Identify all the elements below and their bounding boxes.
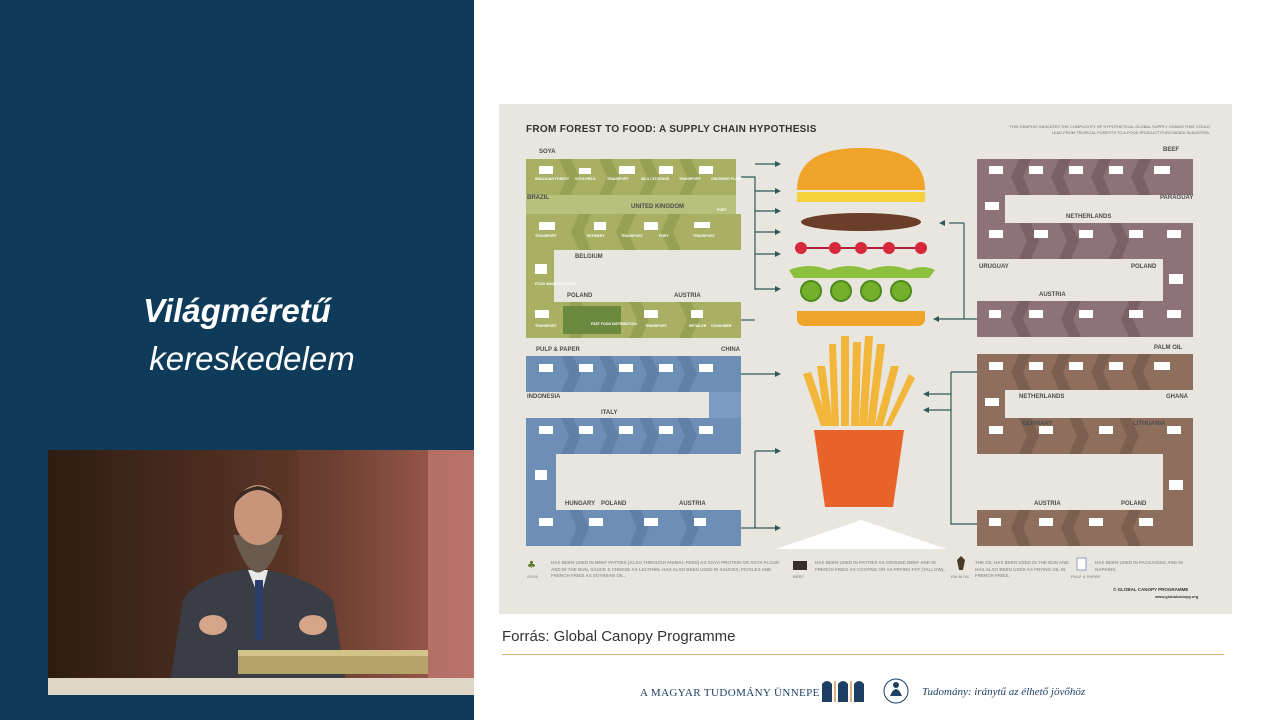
soya-step-transport-4: TRANSPORT <box>621 234 643 238</box>
legend-soya-icon-label: SOYA <box>527 574 538 579</box>
soya-step-silo: SILO / STORAGE <box>641 177 670 181</box>
beef-chevrons <box>1011 159 1151 337</box>
arrow-heads <box>775 161 945 531</box>
pulp-chain-label: PULP & PAPER <box>536 347 580 353</box>
pulp-country-china: CHINA <box>721 347 740 353</box>
legend-palm-icon-label: PALM OIL <box>951 574 970 579</box>
legend-beef-icon-label: BEEF <box>793 574 804 579</box>
footer-divider <box>502 654 1224 655</box>
svg-text:♣: ♣ <box>527 560 536 571</box>
soya-step-transport-3: TRANSPORT <box>693 234 715 238</box>
palm-country-lithuania: LITHUANIA <box>1133 421 1166 427</box>
source-caption: Forrás: Global Canopy Programme <box>502 628 736 645</box>
palm-chain-label: PALM OIL <box>1154 345 1183 351</box>
beef-country-austria: AUSTRIA <box>1039 292 1066 298</box>
palm-country-austria: AUSTRIA <box>1034 501 1061 507</box>
soya-country-uk: UNITED KINGDOM <box>631 204 684 210</box>
soya-step-food-manufacturer: FOOD MANUFACTURER <box>535 282 576 286</box>
speaker-video-frame <box>48 450 480 695</box>
soya-country-poland: POLAND <box>567 293 593 299</box>
infographic-credit-url: www.globalcanopy.org <box>1155 594 1199 599</box>
legend-beef-text: HAS BEEN USED IN PATTIES AS GROUND BEEF … <box>815 560 945 572</box>
pulp-country-poland: POLAND <box>601 501 627 507</box>
legend-pulp-text: HAS BEEN USED IN PACKAGING AND IN NAPKIN… <box>1095 560 1183 572</box>
legend-soya-text: HAS BEEN USED IN BEEF PATTIES (ALSO THRO… <box>551 560 780 578</box>
academy-seal-icon <box>883 678 909 704</box>
footer-event-name: A MAGYAR TUDOMÁNY ÜNNEPE <box>640 687 820 699</box>
soya-step-port: PORT <box>717 208 727 212</box>
soya-chain <box>526 159 741 338</box>
speaker-video <box>48 450 480 695</box>
soya-step-distribution: FAST FOOD DISTRIBUTION <box>591 322 637 326</box>
legend-palm-text: THE OIL HAS BEEN USED IN THE BUN AND HAS… <box>975 560 1069 578</box>
soya-country-austria: AUSTRIA <box>674 293 701 299</box>
soya-step-forest: BRAZILIAN FOREST <box>535 177 570 181</box>
palm-chain <box>977 354 1193 546</box>
soya-step-port-2: PORT <box>659 234 669 238</box>
soya-step-consumer: CONSUMER <box>711 324 732 328</box>
beef-country-netherlands: NETHERLANDS <box>1066 214 1112 220</box>
soya-step-retailer: RETAILER <box>689 324 707 328</box>
infographic-subtitle: THIS GRAPHIC INDICATES THE COMPLEXITY OF… <box>1009 124 1210 135</box>
legend-icons: ♣ <box>527 556 1087 571</box>
beef-chain-label: BEEF <box>1163 147 1180 153</box>
beef-country-poland: POLAND <box>1131 264 1157 270</box>
slide-title-line1: Világméretű <box>143 292 331 329</box>
soya-country-brazil: BRAZIL <box>527 195 549 201</box>
pulp-country-hungary: HUNGARY <box>565 501 596 507</box>
palm-country-ghana: GHANA <box>1166 394 1188 400</box>
soya-country-belgium: BELGIUM <box>575 254 603 260</box>
event-logo-icon <box>822 681 864 702</box>
palm-chevrons <box>1011 354 1151 546</box>
soya-chain-label: SOYA <box>539 149 556 155</box>
palm-country-poland: POLAND <box>1121 501 1147 507</box>
slide-title-line2: kereskedelem <box>149 340 355 377</box>
infographic-drawing: ♣ <box>526 148 1193 571</box>
palm-country-germany: GERMANY <box>1022 421 1053 427</box>
beef-country-uruguay: URUGUAY <box>979 264 1009 270</box>
soya-step-field: SOYA FIELD <box>575 177 596 181</box>
connector-lines <box>741 163 977 529</box>
pulp-country-austria: AUSTRIA <box>679 501 706 507</box>
soya-step-transport-2: TRANSPORT <box>679 177 701 181</box>
chain-pictograms <box>535 166 1183 526</box>
fries-illustration <box>803 336 915 507</box>
infographic-title: FROM FOREST TO FOOD: A SUPPLY CHAIN HYPO… <box>526 124 817 135</box>
palm-country-netherlands: NETHERLANDS <box>1019 394 1065 400</box>
soya-step-refinery: REFINERY <box>587 234 605 238</box>
pulp-chevrons <box>561 356 699 546</box>
soya-step-transport-7: TRANSPORT <box>645 324 667 328</box>
pulp-country-indonesia: INDONESIA <box>527 394 561 400</box>
infographic-credit: © GLOBAL CANOPY PROGRAMME <box>1113 587 1189 592</box>
soya-step-transport: TRANSPORT <box>607 177 629 181</box>
soya-step-transport-6: TRANSPORT <box>535 324 557 328</box>
supply-chain-infographic: FROM FOREST TO FOOD: A SUPPLY CHAIN HYPO… <box>499 104 1232 614</box>
beef-country-paraguay: PARAGUAY <box>1160 195 1194 201</box>
soya-step-crushing: CRUSHING PLANT <box>711 177 743 181</box>
soya-step-transport-5: TRANSPORT <box>535 234 557 238</box>
footer-motto: Tudomány: iránytű az élhető jövőhöz <box>922 686 1086 698</box>
burger-illustration <box>789 148 935 326</box>
pulp-country-italy: ITALY <box>601 410 618 416</box>
legend-pulp-icon-label: PULP & PAPER <box>1071 574 1101 579</box>
